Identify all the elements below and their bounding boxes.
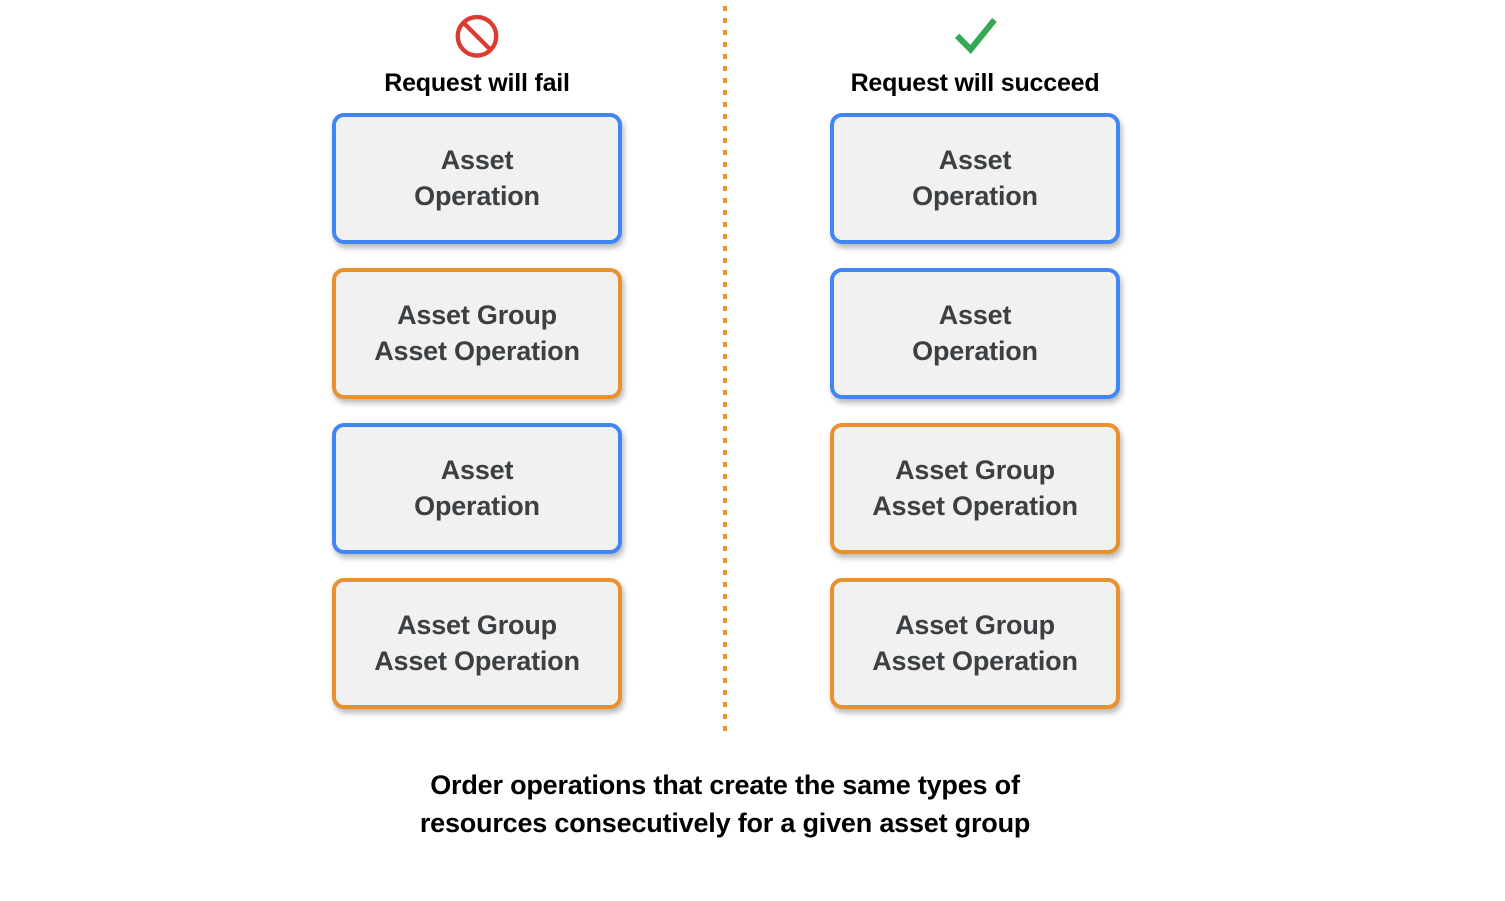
operation-box: Asset Operation bbox=[830, 268, 1120, 399]
box-line: Asset Group bbox=[895, 609, 1055, 640]
caption-line: Order operations that create the same ty… bbox=[430, 770, 1020, 800]
box-line: Asset Group bbox=[397, 299, 557, 330]
operation-box: Asset Operation bbox=[332, 423, 622, 554]
box-line: Asset bbox=[938, 299, 1012, 330]
box-line: Asset Operation bbox=[872, 645, 1078, 676]
column-title-succeed: Request will succeed bbox=[850, 69, 1100, 97]
operation-box: Asset Group Asset Operation bbox=[332, 268, 622, 399]
box-line: Operation bbox=[912, 180, 1038, 211]
box-line: Asset Operation bbox=[872, 490, 1078, 521]
box-stack-succeed: Asset Operation Asset Operation Asset Gr… bbox=[830, 113, 1120, 733]
caption-line: resources consecutively for a given asse… bbox=[419, 808, 1031, 839]
operation-box: Asset Operation bbox=[332, 113, 622, 244]
box-line: Asset Group bbox=[895, 454, 1055, 485]
checkmark-icon bbox=[940, 10, 1010, 66]
box-line: Asset Group bbox=[397, 609, 557, 640]
operation-box: Asset Group Asset Operation bbox=[830, 578, 1120, 709]
box-line: Asset bbox=[938, 144, 1012, 175]
box-line: Operation bbox=[414, 180, 540, 211]
box-line: Operation bbox=[912, 335, 1038, 366]
box-line: Asset Operation bbox=[374, 335, 580, 366]
diagram-caption: Order operations that create the same ty… bbox=[0, 766, 1450, 843]
column-header-succeed: Request will succeed bbox=[825, 10, 1125, 98]
box-stack-fail: Asset Operation Asset Group Asset Operat… bbox=[332, 113, 622, 733]
prohibition-icon bbox=[442, 10, 512, 66]
box-line: Asset bbox=[440, 454, 514, 485]
operation-box: Asset Operation bbox=[830, 113, 1120, 244]
operation-box: Asset Group Asset Operation bbox=[332, 578, 622, 709]
box-line: Operation bbox=[414, 490, 540, 521]
box-line: Asset bbox=[440, 144, 514, 175]
box-line: Asset Operation bbox=[374, 645, 580, 676]
operation-box: Asset Group Asset Operation bbox=[830, 423, 1120, 554]
column-header-fail: Request will fail bbox=[327, 10, 627, 98]
column-title-fail: Request will fail bbox=[384, 69, 570, 97]
column-divider bbox=[723, 6, 727, 736]
